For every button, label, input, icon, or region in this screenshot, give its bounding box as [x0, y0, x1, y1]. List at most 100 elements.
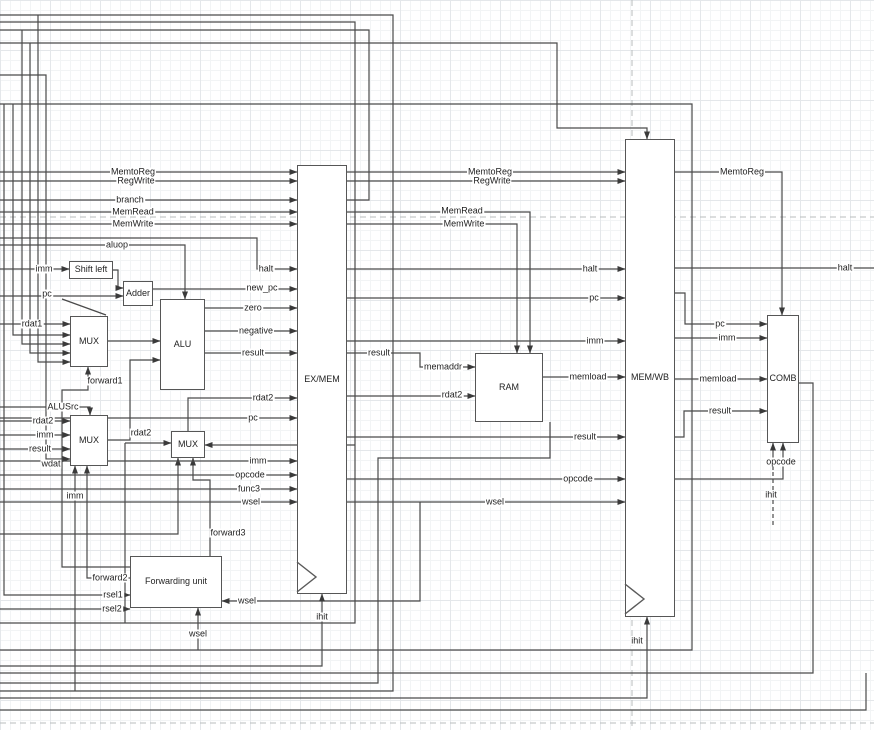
signal-label-wsel: wsel	[236, 595, 258, 606]
block-comb[interactable]: COMB	[767, 315, 799, 443]
block-ram[interactable]: RAM	[475, 353, 543, 422]
block-label: RAM	[499, 381, 519, 392]
clock-input-icon	[296, 561, 318, 593]
wire	[12, 104, 71, 338]
block-label: EX/MEM	[304, 373, 340, 384]
signal-label-result: result	[707, 405, 733, 416]
block-shift-left[interactable]: Shift left	[69, 261, 113, 279]
signal-label-negative: negative	[237, 325, 275, 336]
wire	[0, 457, 181, 535]
wire	[0, 237, 298, 272]
signal-label-memtoreg: MemtoReg	[466, 166, 514, 177]
signal-label-result: result	[572, 431, 598, 442]
signal-label-forward3: forward3	[209, 527, 247, 538]
wire	[0, 382, 814, 674]
signal-label-pc: pc	[247, 412, 259, 423]
wire	[0, 616, 650, 699]
signal-label-imm: imm	[35, 429, 55, 440]
signal-label-memread: MemRead	[111, 206, 155, 217]
signal-label-rdat2: rdat2	[251, 392, 275, 403]
block-label: MUX	[178, 438, 198, 449]
block-memwb[interactable]: MEM/WB	[625, 139, 675, 617]
block-label: ALU	[173, 338, 192, 349]
signal-label-ihit: ihit	[630, 635, 644, 646]
block-forwarding-unit[interactable]: Forwarding unit	[130, 556, 222, 608]
signal-label-rdat2: rdat2	[129, 427, 153, 438]
signal-label-wsel: wsel	[240, 496, 262, 507]
wire	[0, 406, 93, 416]
block-label: MUX	[79, 335, 99, 346]
signal-label-aluop: aluop	[104, 239, 130, 250]
signal-label-alusrc: ALUSrc	[46, 401, 80, 412]
signal-label-imm: imm	[34, 263, 54, 274]
wire	[21, 30, 71, 347]
signal-label-halt: halt	[581, 263, 599, 274]
signal-label-ihit: ihit	[315, 611, 329, 622]
signal-label-result: result	[240, 347, 266, 358]
clock-triangles	[296, 561, 646, 615]
signal-label-imm: imm	[717, 332, 737, 343]
signal-label-wsel: wsel	[187, 628, 209, 639]
wire	[37, 15, 71, 365]
signal-label-opcode: opcode	[562, 473, 594, 484]
wire	[0, 29, 370, 201]
signal-label-forward1: forward1	[86, 375, 124, 386]
wire	[0, 103, 693, 651]
signal-label-func3: func3	[236, 483, 262, 494]
wire	[0, 673, 867, 711]
clock-input-icon	[624, 583, 646, 615]
wire	[0, 21, 356, 624]
wire	[347, 211, 533, 354]
signal-label-branch: branch	[115, 194, 145, 205]
signal-label-pc: pc	[41, 288, 53, 299]
signal-label-wsel: wsel	[484, 496, 506, 507]
signal-label-memload: memload	[698, 373, 738, 384]
block-mux1[interactable]: MUX	[70, 316, 108, 367]
block-mux2[interactable]: MUX	[70, 415, 108, 466]
signal-label-rdat1: rdat1	[20, 318, 44, 329]
signal-label-imm: imm	[65, 490, 85, 501]
signal-label-rdat2: rdat2	[440, 389, 464, 400]
wires	[0, 14, 874, 711]
wire	[675, 171, 785, 316]
signal-label-memload: memload	[568, 371, 608, 382]
wire	[61, 298, 107, 316]
block-exmem[interactable]: EX/MEM	[297, 165, 347, 594]
signal-label-regwrite: RegWrite	[472, 175, 512, 186]
signal-label-memtoreg: MemtoReg	[718, 166, 766, 177]
block-label: Forwarding unit	[144, 576, 208, 587]
block-label: COMB	[769, 373, 797, 384]
block-label: MEM/WB	[631, 372, 669, 383]
signal-label-halt: halt	[836, 262, 854, 273]
wire	[108, 357, 161, 441]
wire	[0, 422, 551, 684]
signal-label-memread: MemRead	[440, 205, 484, 216]
signal-label-new-pc: new_pc	[245, 282, 279, 293]
signal-label-wdat: wdat	[40, 458, 62, 469]
signal-label-rdat2: rdat2	[31, 415, 55, 426]
signal-label-opcode: opcode	[765, 456, 797, 467]
wire	[347, 223, 520, 354]
wire	[221, 502, 421, 604]
wire	[113, 269, 124, 291]
signal-label-result: result	[27, 443, 53, 454]
wire	[3, 104, 131, 598]
block-mux3[interactable]: MUX	[171, 431, 205, 458]
signal-label-rsel1: rsel1	[102, 589, 124, 600]
block-label: Adder	[125, 287, 151, 298]
signal-label-zero: zero	[243, 302, 263, 313]
signal-label-halt: halt	[257, 263, 275, 274]
signal-label-pc: pc	[714, 318, 726, 329]
signal-label-pc: pc	[588, 292, 600, 303]
signal-label-rsel2: rsel2	[101, 603, 123, 614]
block-label: Shift left	[74, 264, 108, 275]
signal-label-memtoreg: MemtoReg	[109, 166, 157, 177]
signal-label-result: result	[366, 347, 392, 358]
wire	[0, 42, 650, 140]
block-alu[interactable]: ALU	[160, 299, 205, 390]
signal-label-memaddr: memaddr	[422, 361, 464, 372]
block-adder[interactable]: Adder	[123, 281, 153, 306]
wire	[190, 457, 211, 556]
